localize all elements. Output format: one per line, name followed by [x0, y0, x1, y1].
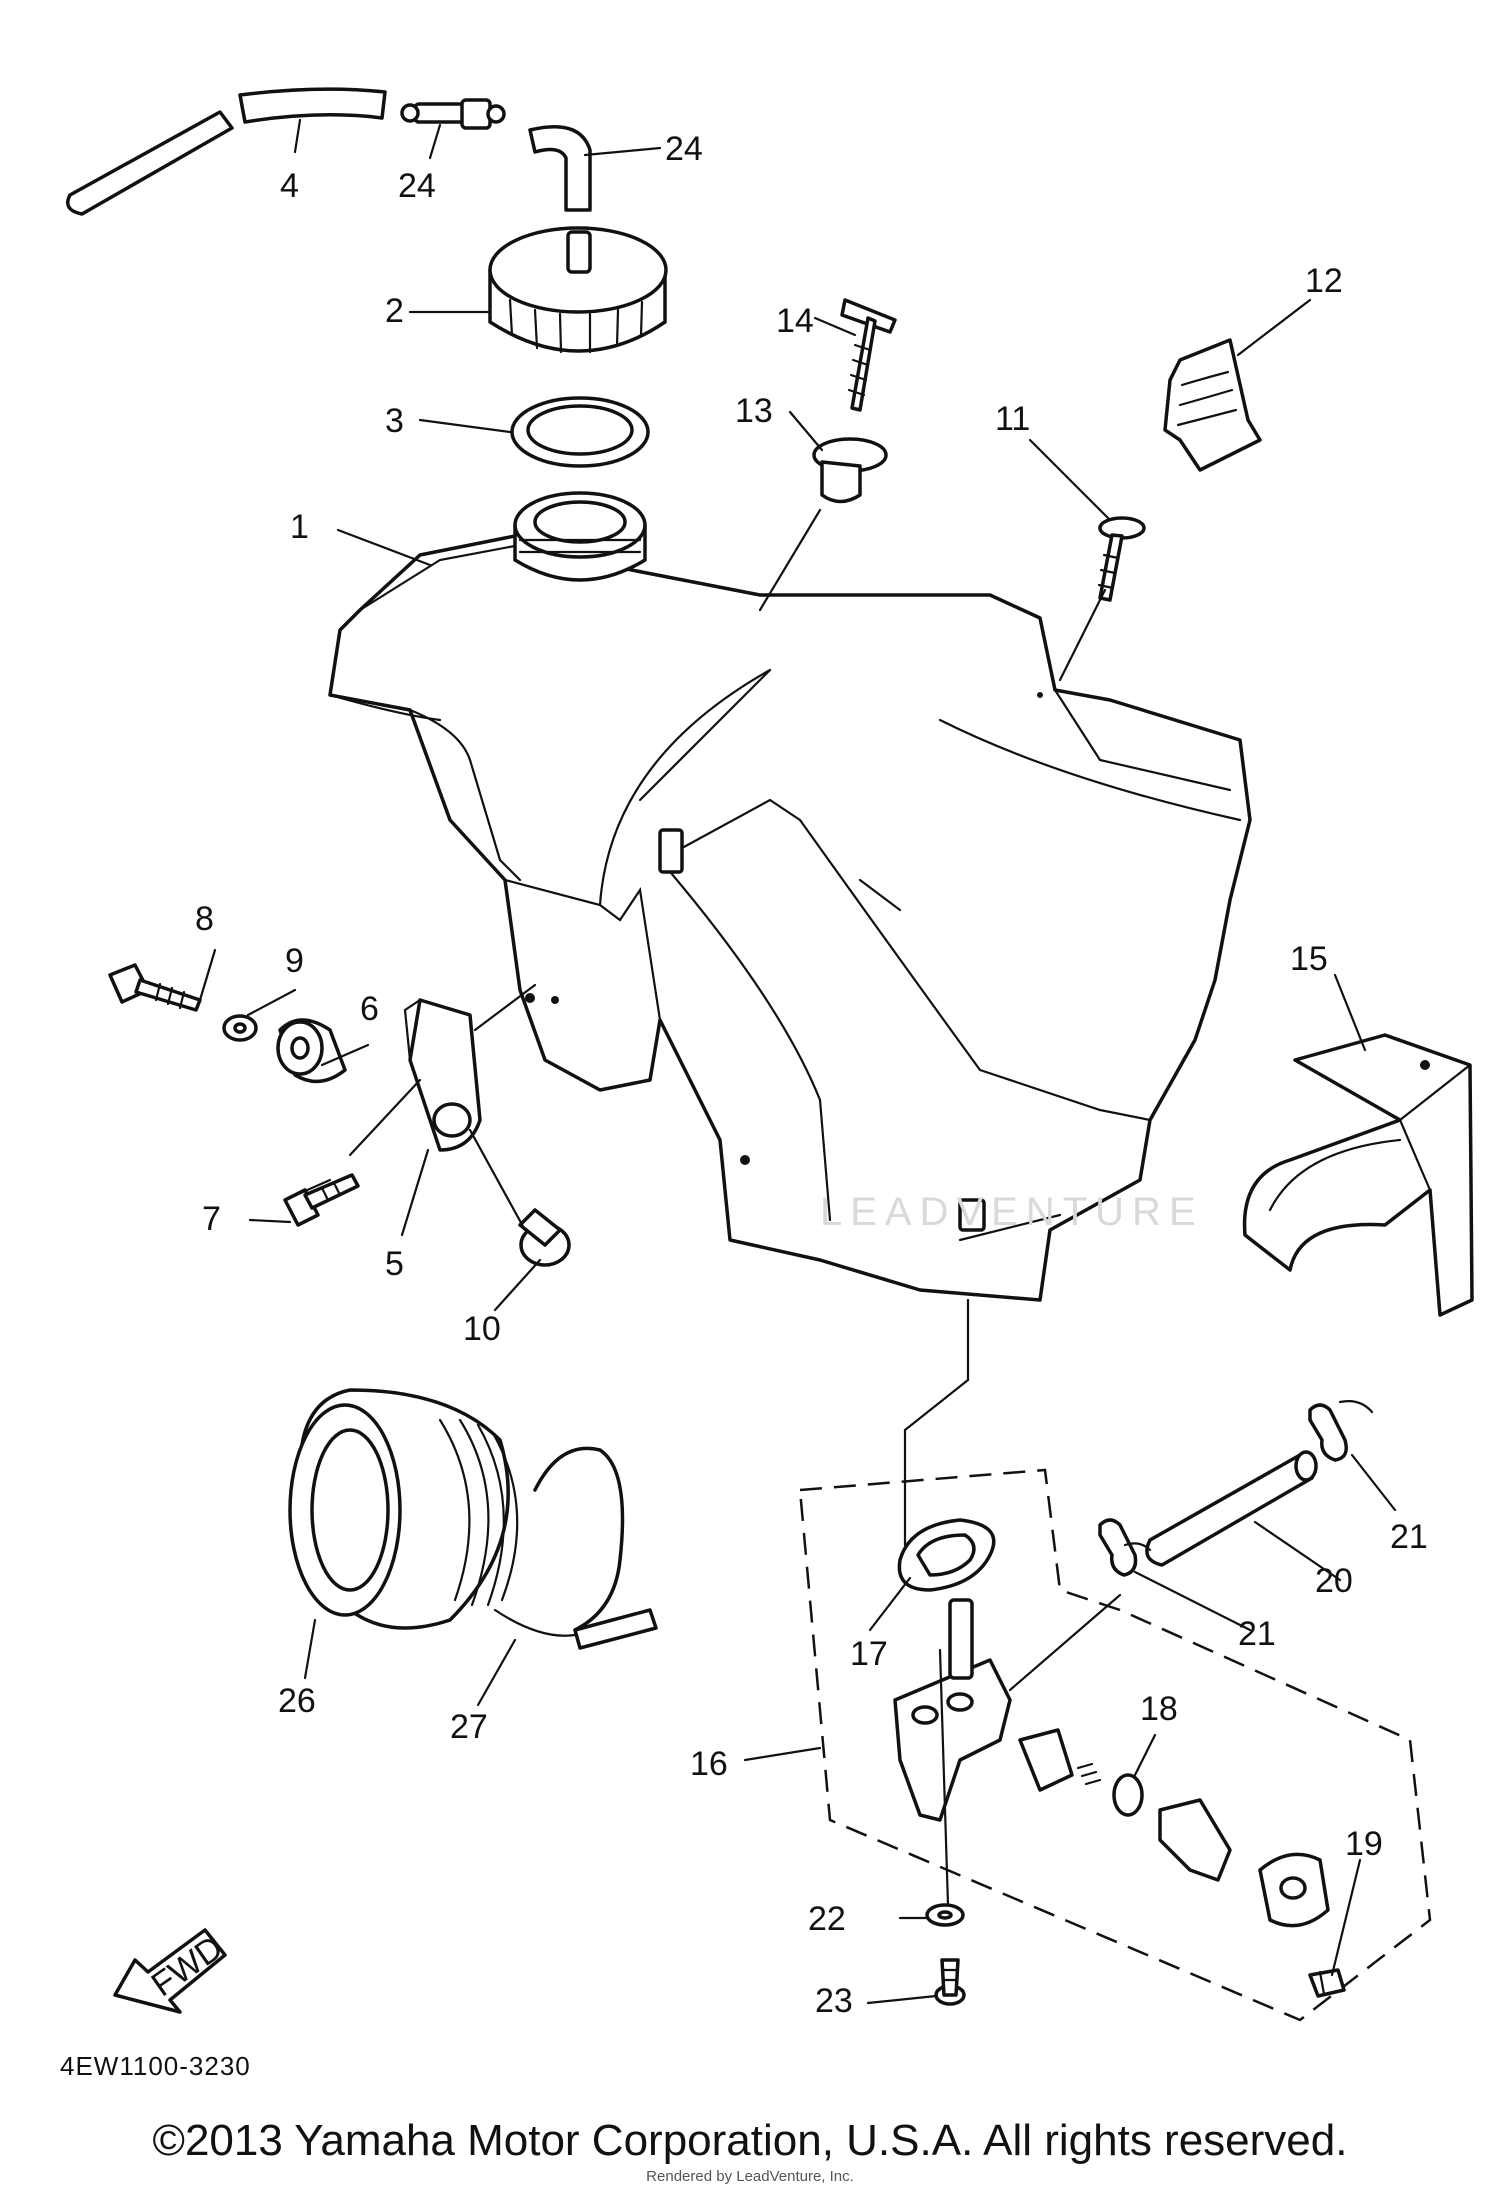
fuel-cock-lever [1158, 1798, 1232, 1882]
callout-24: 24 [398, 167, 436, 205]
part-16-fuel-cock-assembly [798, 1468, 1432, 2022]
callout-labels: 4 24 24 2 3 1 14 13 11 12 15 8 9 6 7 5 1… [195, 130, 1428, 2020]
callout-3: 3 [385, 402, 404, 440]
callout-25: 24 [665, 130, 703, 168]
part-5-bracket [403, 998, 482, 1152]
fuel-cock-plate [1258, 1852, 1330, 1928]
part-21-hose-clip-upper [1308, 1400, 1374, 1462]
part-9-washer [222, 1014, 258, 1042]
part-26-air-boot [288, 1388, 519, 1630]
callout-14: 14 [776, 302, 814, 340]
part-27-clamp [493, 1446, 658, 1650]
leader-lines [198, 118, 1397, 2005]
part-23-screw [934, 1958, 966, 2006]
part-1-fuel-tank [328, 533, 1252, 1302]
callout-19: 19 [1345, 1825, 1383, 1863]
part-4-breather-hose [66, 87, 387, 216]
callout-11: 11 [995, 400, 1030, 438]
callout-1: 1 [290, 508, 309, 546]
part-17-gasket [897, 1518, 996, 1592]
part-6-damper [276, 1018, 347, 1084]
part-20-fuel-hose [1145, 1450, 1318, 1567]
part-24-fitting [400, 98, 506, 130]
fuel-cock-plunger [1018, 1728, 1102, 1792]
part-25-elbow-hose [528, 125, 592, 212]
rendered-by-notice: Rendered by LeadVenture, Inc. [646, 2168, 854, 2185]
copyright-notice: ©2013 Yamaha Motor Corporation, U.S.A. A… [152, 2116, 1348, 2165]
callout-12: 12 [1305, 262, 1343, 300]
callout-15: 15 [1290, 940, 1328, 978]
part-2-filler-cap [488, 226, 668, 354]
part-10-collar [518, 1208, 571, 1267]
part-14-screw [840, 298, 897, 412]
part-15-cover [1242, 1033, 1474, 1317]
callout-2: 2 [385, 292, 404, 330]
part-22-washer [925, 1903, 965, 1927]
callout-16: 16 [690, 1745, 728, 1783]
part-3-cap-gasket [510, 396, 650, 468]
watermark: LEADVENTURE [820, 1190, 1204, 1234]
part-11-bolt [1097, 516, 1146, 602]
callout-21-lower: 21 [1238, 1615, 1276, 1653]
callout-17: 17 [850, 1635, 888, 1673]
callout-7: 7 [202, 1200, 221, 1238]
part-18-o-ring [1112, 1773, 1144, 1817]
fwd-arrow-icon: FWD [113, 1928, 230, 2014]
part-13-collar [812, 437, 888, 504]
callout-21-upper: 21 [1390, 1518, 1428, 1556]
callout-23: 23 [815, 1982, 853, 2020]
callout-10: 10 [463, 1310, 501, 1348]
part-21-hose-clip-lower [1098, 1518, 1152, 1577]
part-7-bolt [283, 1173, 360, 1227]
callout-6: 6 [360, 990, 379, 1028]
diagram-code: 4EW1100-3230 [60, 2051, 251, 2081]
callout-9: 9 [285, 942, 304, 980]
part-8-bolt [108, 963, 202, 1012]
fwd-label: FWD [145, 1929, 230, 2005]
fuel-cock-body [893, 1598, 1012, 1822]
callout-26: 26 [278, 1682, 316, 1720]
callout-5: 5 [385, 1245, 404, 1283]
callout-22: 22 [808, 1900, 846, 1938]
tank-filler-neck [513, 491, 647, 582]
part-19-screw [1308, 1968, 1346, 1998]
part-12-clip [1163, 338, 1262, 472]
callout-8: 8 [195, 900, 214, 938]
callout-18: 18 [1140, 1690, 1178, 1728]
callout-13: 13 [735, 392, 773, 430]
callout-4: 4 [280, 167, 299, 205]
callout-20: 20 [1315, 1562, 1353, 1600]
callout-27: 27 [450, 1708, 488, 1746]
